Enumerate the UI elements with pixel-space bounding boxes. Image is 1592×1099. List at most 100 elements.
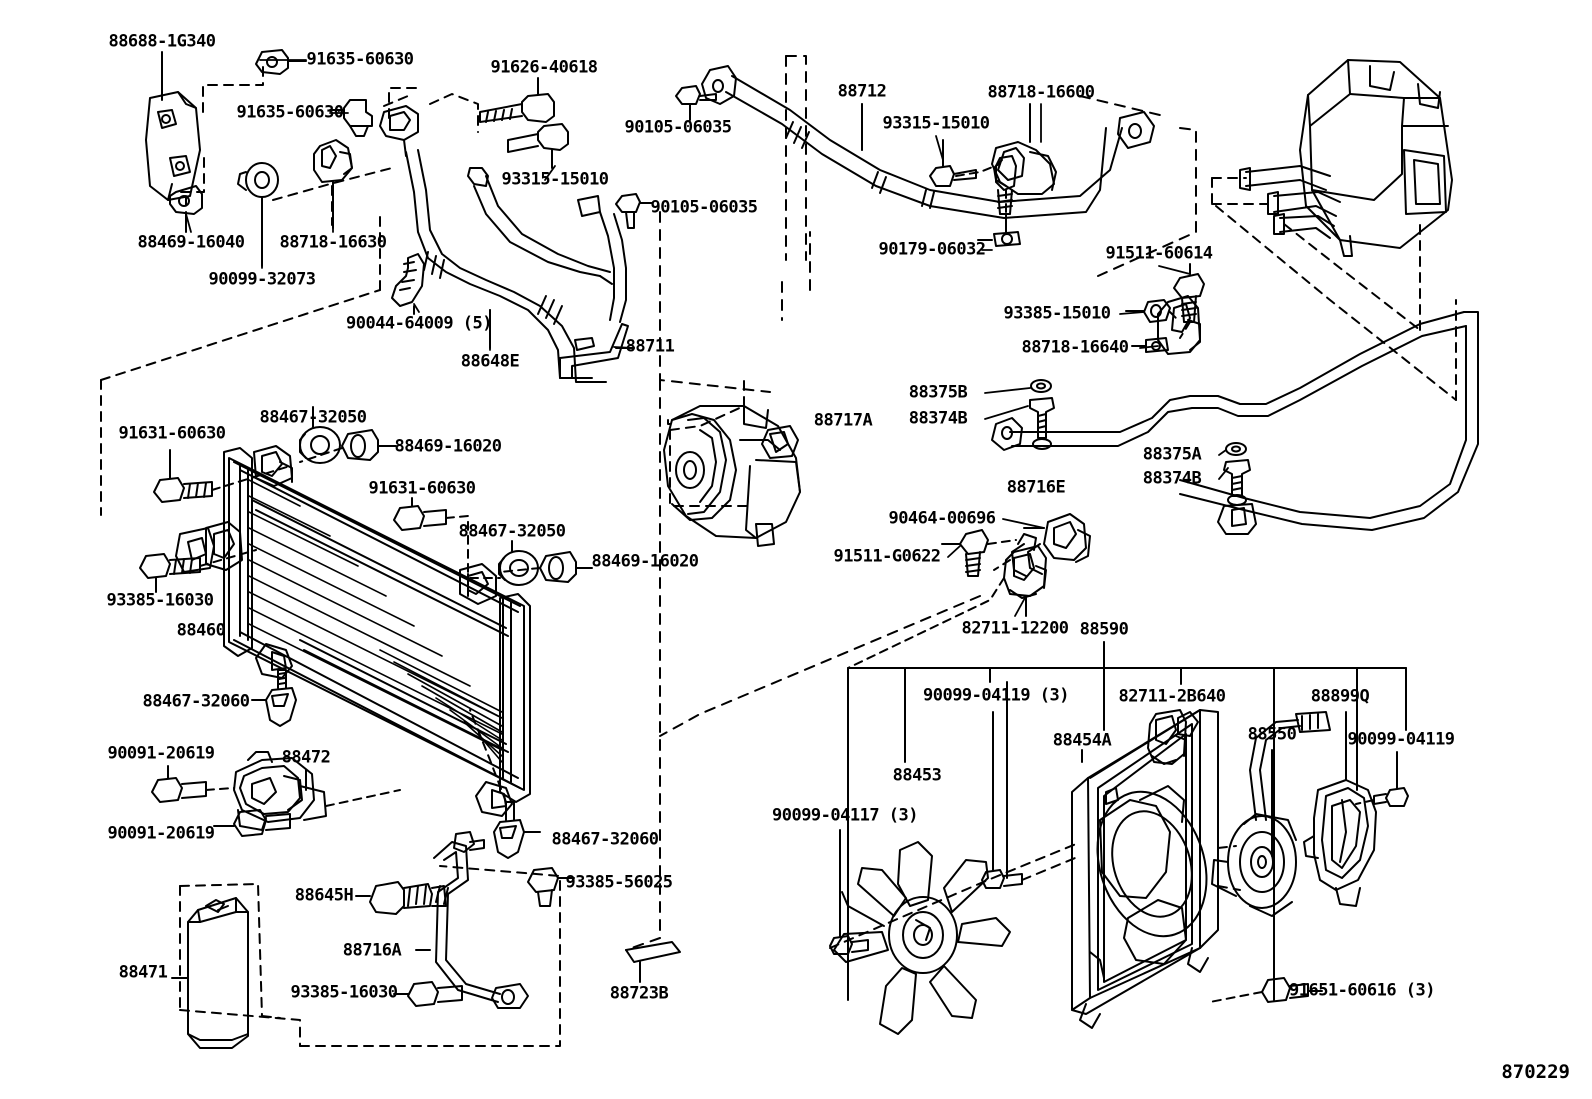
part-label: 88469-16040 bbox=[137, 232, 245, 253]
grommet-88469-16020-a bbox=[341, 429, 397, 461]
plate-88723B bbox=[625, 941, 681, 983]
part-label: 88467-32050 bbox=[259, 407, 367, 428]
part-label: 88469-16020 bbox=[394, 436, 502, 457]
cover-88899Q bbox=[1303, 711, 1377, 907]
dashed-compressor bbox=[667, 379, 753, 507]
clip-82711-12200 bbox=[1003, 533, 1047, 617]
part-label: 88472 bbox=[281, 747, 331, 768]
part-label: 88899Q bbox=[1310, 686, 1370, 707]
part-label: 91651-60616 (3) bbox=[1288, 980, 1436, 1001]
part-label: 93385-16030 bbox=[290, 982, 398, 1003]
part-label: 88469-16020 bbox=[591, 551, 699, 572]
part-label: 90105-06035 bbox=[650, 197, 758, 218]
dashed-93315-right bbox=[955, 163, 1001, 177]
bolt-93385-56025 bbox=[527, 867, 575, 907]
hose-88711-88648E bbox=[405, 149, 635, 383]
part-label: 88467-32050 bbox=[458, 521, 566, 542]
part-label: 88723B bbox=[609, 983, 669, 1004]
part-label: 93315-15010 bbox=[501, 169, 609, 190]
bushing-88467-32050-a bbox=[299, 406, 341, 464]
part-label: 93385-16030 bbox=[106, 590, 214, 611]
part-label: 93385-15010 bbox=[1003, 303, 1111, 324]
receiver-drier-88471 bbox=[171, 897, 249, 1049]
bolt-93385-15010 bbox=[1125, 299, 1171, 323]
part-label: 82711-12200 bbox=[961, 618, 1069, 639]
part-label: 88454A bbox=[1052, 730, 1112, 751]
part-label: 88718-16630 bbox=[279, 232, 387, 253]
bolt-93315-15010-right bbox=[929, 139, 977, 187]
part-label: 88645H bbox=[294, 885, 354, 906]
bolt-90099-04117 bbox=[829, 829, 869, 955]
bolt-93385-16030-cond bbox=[139, 553, 201, 593]
dashed-evaporator bbox=[1211, 177, 1457, 401]
bolt-91626-40618 bbox=[479, 77, 555, 123]
evaporator-unit bbox=[1299, 59, 1453, 257]
part-label: 88712 bbox=[837, 81, 887, 102]
part-label: 88718-16640 bbox=[1021, 337, 1129, 358]
part-label: 91626-40618 bbox=[490, 57, 598, 78]
part-label: 82711-2B640 bbox=[1118, 686, 1226, 707]
clip-82711-2B640 bbox=[1147, 709, 1187, 765]
pipe-88716A bbox=[415, 831, 529, 1009]
part-label: 88467-32060 bbox=[142, 691, 250, 712]
part-label: 88374B bbox=[908, 408, 968, 429]
bolt-90099-04119-right bbox=[1373, 751, 1409, 807]
connector-88716E bbox=[1217, 442, 1257, 535]
evaporator-pipes bbox=[1239, 165, 1341, 239]
nut-90179-06032 bbox=[977, 155, 1021, 247]
plug-88467-32060-bottom bbox=[493, 801, 541, 859]
bushing-88467-32050-b bbox=[498, 540, 539, 586]
connector-88717A bbox=[991, 379, 1055, 451]
part-label: 90099-04117 (3) bbox=[771, 805, 919, 826]
fan-motor-88550 bbox=[1211, 711, 1331, 917]
part-label: 91635-60630 bbox=[306, 49, 414, 70]
part-label: 91635-60630 bbox=[236, 102, 344, 123]
part-label: 88716A bbox=[342, 940, 402, 961]
part-label: 91631-60630 bbox=[368, 478, 476, 499]
part-label: 91511-G0622 bbox=[833, 546, 941, 567]
bracket-88688 bbox=[145, 51, 201, 201]
bolt-90099-04119-left bbox=[981, 711, 1023, 889]
bolt-91635-top bbox=[255, 49, 307, 75]
diagram-number: 870229 bbox=[1501, 1061, 1570, 1083]
part-label: 88471 bbox=[118, 962, 168, 983]
liquid-pipe-88716E bbox=[1009, 311, 1479, 531]
condenser-88460 bbox=[175, 445, 531, 817]
part-label: 88718-16600 bbox=[987, 82, 1095, 103]
part-label: 90105-06035 bbox=[624, 117, 732, 138]
part-label: 88453 bbox=[892, 765, 942, 786]
part-label: 90464-00696 bbox=[888, 508, 996, 529]
bolt-91511-G0622 bbox=[941, 529, 989, 577]
pipe-holder-top bbox=[379, 105, 419, 157]
part-label: 90179-06032 bbox=[878, 239, 986, 260]
plug-88467-32060-top bbox=[251, 669, 297, 727]
dashed-drier bbox=[179, 865, 561, 1047]
part-label: 90099-04119 bbox=[1347, 729, 1455, 750]
bolt-93385-16030-bottom bbox=[393, 981, 463, 1007]
part-label: 88648E bbox=[460, 351, 520, 372]
bolt-90105-06035-upper bbox=[675, 85, 717, 121]
clamp-90044-64009 bbox=[391, 253, 425, 315]
part-label: 88688-1G340 bbox=[108, 31, 216, 52]
part-label: 88374B bbox=[1142, 468, 1202, 489]
part-label: 93315-15010 bbox=[882, 113, 990, 134]
bolt-90105-06035-lower bbox=[615, 193, 653, 229]
pipe-eye-top bbox=[701, 65, 737, 105]
part-label: 90044-64009 (5) bbox=[345, 313, 493, 334]
bolt-91635-mid bbox=[329, 99, 373, 137]
bolt-93315-15010-left bbox=[507, 123, 569, 169]
dashed-frames bbox=[659, 55, 1197, 393]
clamp-90464-00696 bbox=[1011, 513, 1091, 577]
part-label: 88375A bbox=[1142, 444, 1202, 465]
bracket-88472 bbox=[233, 751, 327, 831]
part-label: 93385-56025 bbox=[565, 872, 673, 893]
bolt-90091-20619-lower bbox=[213, 809, 291, 837]
part-label: 88375B bbox=[908, 382, 968, 403]
dashed-long-leader bbox=[625, 379, 981, 951]
part-label: 88467-32060 bbox=[551, 829, 659, 850]
part-label: 90099-04119 (3) bbox=[922, 685, 1070, 706]
part-label: 88716E bbox=[1006, 477, 1066, 498]
part-label: 88717A bbox=[813, 410, 873, 431]
